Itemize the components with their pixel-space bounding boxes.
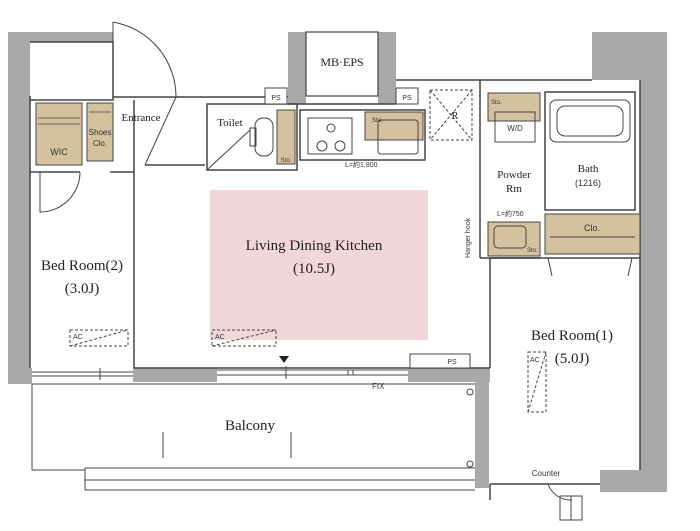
ac-unit-bedroom1: AC bbox=[527, 351, 547, 413]
refrigerator-label: R bbox=[452, 111, 459, 122]
kitchen-storage-label: Sto. bbox=[372, 118, 383, 124]
toilet-label: Toilet bbox=[217, 117, 243, 129]
wall-ps-bottom bbox=[408, 368, 490, 382]
bath-label: Bath bbox=[578, 163, 599, 175]
wall-mbeps-left bbox=[288, 32, 306, 104]
stove-icon bbox=[307, 117, 353, 155]
entrance-door[interactable] bbox=[112, 21, 177, 166]
svg-text:AC: AC bbox=[215, 334, 225, 341]
closet-fill bbox=[544, 213, 641, 255]
svg-text:AC: AC bbox=[530, 357, 540, 364]
balcony-outline bbox=[31, 383, 475, 491]
toilet-storage-fill bbox=[276, 109, 296, 165]
refrigerator-space bbox=[429, 89, 473, 141]
wall-top-right bbox=[592, 32, 667, 80]
kitchen-width-label: L=約1,800 bbox=[345, 160, 378, 169]
ldk-size-label: (10.5J) bbox=[293, 261, 335, 277]
wall-top-left bbox=[8, 32, 113, 42]
bedroom1-size-label: (5.0J) bbox=[555, 351, 590, 367]
bath-size-label: (1216) bbox=[575, 178, 601, 188]
ps-box-left bbox=[264, 87, 288, 105]
wall-mid-bottom bbox=[133, 368, 217, 382]
shoes-closet-label-line1: Shoes bbox=[89, 128, 112, 137]
service-door[interactable] bbox=[547, 483, 583, 521]
wic-fill bbox=[35, 102, 83, 166]
wall-left-column bbox=[8, 32, 30, 372]
powder-storage-fill bbox=[487, 221, 541, 257]
wall-right-column bbox=[640, 80, 667, 492]
balcony-windows bbox=[32, 366, 408, 380]
bedroom2-door[interactable] bbox=[39, 171, 81, 213]
wall-bottom-right bbox=[600, 470, 667, 492]
balcony-label: Balcony bbox=[225, 418, 275, 434]
wd-storage-fill bbox=[487, 92, 541, 122]
kitchen-storage-fill bbox=[364, 111, 424, 141]
storage-fills bbox=[35, 92, 641, 257]
ac-unit-bedroom2: AC bbox=[69, 329, 129, 347]
shoes-closet-fill bbox=[86, 102, 114, 162]
ps-box-bottom bbox=[409, 353, 471, 369]
ldk-label: Living Dining Kitchen bbox=[246, 238, 383, 254]
mb-eps-shaft bbox=[305, 31, 379, 97]
vanity-basin bbox=[493, 225, 527, 249]
toilet-fixture bbox=[206, 117, 274, 171]
ps-label-bottom: PS bbox=[447, 359, 457, 366]
wall-lines bbox=[29, 41, 641, 500]
kitchen-sink bbox=[377, 119, 419, 155]
powder-room-label-line2: Rm bbox=[506, 183, 522, 195]
powder-storage-label: Sto. bbox=[527, 248, 538, 254]
structural-walls bbox=[8, 32, 667, 492]
svg-text:AC: AC bbox=[73, 334, 83, 341]
wd-storage-label: Sto. bbox=[491, 100, 502, 106]
ldk-area bbox=[210, 190, 428, 340]
ps-box-right bbox=[395, 87, 419, 105]
washer-dryer bbox=[494, 111, 536, 143]
bedroom1-label: Bed Room(1) bbox=[531, 328, 613, 344]
mb-eps-label: MB·EPS bbox=[320, 55, 363, 69]
wic-label: WIC bbox=[50, 147, 68, 157]
counter-label: Counter bbox=[532, 469, 561, 478]
bedroom2-label: Bed Room(2) bbox=[41, 258, 123, 274]
wall-balcony-left bbox=[8, 368, 32, 384]
entrance-label: Entrance bbox=[121, 112, 160, 124]
hanger-hook-label: Hanger hook bbox=[465, 217, 472, 258]
bedroom2-size-label: (3.0J) bbox=[65, 281, 100, 297]
wall-mbeps-right bbox=[378, 32, 396, 104]
bathtub bbox=[549, 99, 631, 143]
ac-unit-ldk: AC bbox=[211, 329, 277, 347]
ps-label-left: PS bbox=[271, 95, 281, 102]
powder-room-label-line1: Powder bbox=[497, 169, 531, 181]
closet-label: Clo. bbox=[584, 223, 600, 233]
wall-balcony-right bbox=[475, 368, 489, 488]
window-marker-triangle bbox=[279, 356, 289, 363]
shoes-closet-label-line2: Clo. bbox=[93, 139, 107, 148]
fix-label: FIX bbox=[372, 382, 385, 391]
ps-label-right: PS bbox=[402, 95, 412, 102]
vanity-width-label: L=約750 bbox=[497, 209, 524, 218]
washer-dryer-label: W/D bbox=[507, 124, 523, 133]
toilet-storage-label: Sto. bbox=[281, 158, 292, 164]
